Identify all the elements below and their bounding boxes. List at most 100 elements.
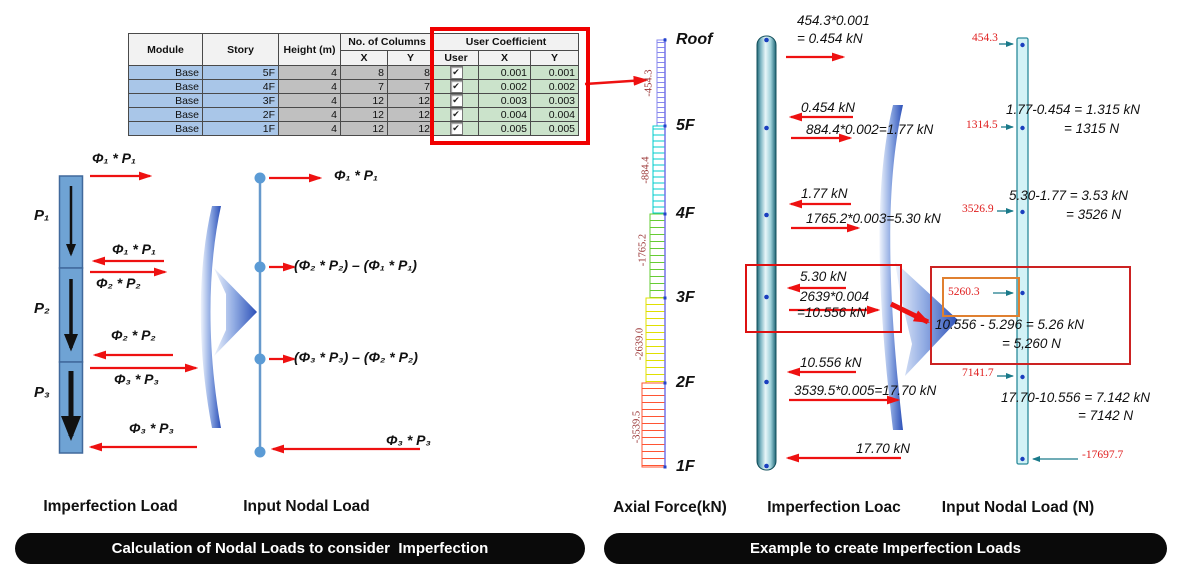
col-header-no-of-columns: No. of Columns bbox=[340, 33, 434, 51]
p3-label: P₃ bbox=[34, 384, 50, 401]
cell-cols-y: 8 bbox=[387, 65, 434, 80]
cell-coef-x[interactable]: 0.002 bbox=[478, 79, 531, 94]
nodal-value-base: -17697.7 bbox=[1082, 449, 1124, 461]
axial-value-3f-2f: -2639.0 bbox=[634, 327, 646, 361]
phi3-p3-j2-label: Φ₃ * P₃ bbox=[114, 371, 159, 387]
cell-cols-x: 12 bbox=[340, 107, 388, 122]
axial-value-4f-3f: -1765.2 bbox=[637, 233, 649, 267]
cell-cols-y: 7 bbox=[387, 79, 434, 94]
input-nodal-load-bar bbox=[1016, 37, 1029, 465]
left-red-arrows bbox=[88, 171, 199, 452]
cell-coef-x[interactable]: 0.001 bbox=[478, 65, 531, 80]
cell-story: 1F bbox=[202, 121, 279, 136]
banner-calculation: Calculation of Nodal Loads to consider I… bbox=[15, 533, 585, 564]
nodal-value-2f: 7141.7 bbox=[962, 367, 994, 379]
floor-label-1f: 1F bbox=[676, 458, 695, 475]
cell-coef-x[interactable]: 0.003 bbox=[478, 93, 531, 108]
floor-label-5f: 5F bbox=[676, 117, 695, 134]
banner-calculation-text: Calculation of Nodal Loads to consider I… bbox=[111, 540, 489, 557]
table-row: Base 4F 4 7 7 ✔ 0.002 0.002 bbox=[128, 79, 579, 94]
caption-input-nodal-load: Input Nodal Load bbox=[243, 498, 370, 515]
cell-coef-y[interactable]: 0.001 bbox=[530, 65, 579, 80]
cell-module: Base bbox=[128, 65, 203, 80]
col-header-user-coefficient: User Coefficient bbox=[433, 33, 579, 51]
f2-calc: 3539.5*0.005=17.70 kN bbox=[794, 383, 937, 398]
col-subheader-coef-x: X bbox=[478, 50, 531, 66]
f5-eq-line2: = 1315 N bbox=[1064, 121, 1120, 136]
nodal-red-arrows bbox=[269, 173, 420, 454]
f3-eq-line2: = 5,260 N bbox=[1002, 336, 1061, 351]
caption-imperfection-load-right: Imperfection Loac bbox=[767, 499, 901, 516]
highlight-link-arrow bbox=[889, 301, 930, 325]
cell-coef-x[interactable]: 0.004 bbox=[478, 107, 531, 122]
cell-cols-x: 12 bbox=[340, 121, 388, 136]
nodal-label-2: (Φ₂ * P₂) – (Φ₁ * P₁) bbox=[294, 257, 417, 273]
cell-cols-y: 12 bbox=[387, 93, 434, 108]
f3-above-load: 5.30 kN bbox=[800, 269, 847, 284]
nodal-value-5f: 1314.5 bbox=[966, 119, 998, 131]
cell-coef-y[interactable]: 0.003 bbox=[530, 93, 579, 108]
cell-story: 2F bbox=[202, 107, 279, 122]
cell-height: 4 bbox=[278, 107, 341, 122]
cell-story: 3F bbox=[202, 93, 279, 108]
caption-input-nodal-load-n: Input Nodal Load (N) bbox=[941, 499, 1095, 516]
nodal-column-line bbox=[254, 172, 266, 458]
nodal-value-4f: 3526.9 bbox=[962, 203, 994, 215]
node-value-leaders bbox=[993, 41, 1078, 462]
phi2-p2-j2-label: Φ₂ * P₂ bbox=[111, 327, 156, 343]
imperfection-load-bar bbox=[756, 35, 777, 471]
f4-calc: 1765.2*0.003=5.30 kN bbox=[806, 211, 941, 226]
nodal-value-3f: 5260.3 bbox=[948, 286, 980, 298]
imperfection-red-arrows bbox=[785, 52, 901, 463]
cell-height: 4 bbox=[278, 79, 341, 94]
col-subheader-x: X bbox=[340, 50, 388, 66]
f3-eq-line1: 10.556 - 5.296 = 5.26 kN bbox=[935, 317, 1084, 332]
cell-height: 4 bbox=[278, 93, 341, 108]
user-checkbox[interactable]: ✔ bbox=[449, 80, 463, 93]
phi1-p1-j1-label: Φ₁ * P₁ bbox=[112, 241, 156, 257]
table-row: Base 2F 4 12 12 ✔ 0.004 0.004 bbox=[128, 107, 579, 122]
f3-calc-line1: 2639*0.004 bbox=[800, 289, 870, 304]
user-checkbox[interactable]: ✔ bbox=[449, 94, 463, 107]
cell-module: Base bbox=[128, 93, 203, 108]
f2-above-load: 10.556 kN bbox=[800, 355, 862, 370]
floor-label-4f: 4F bbox=[676, 205, 695, 222]
floor-label-roof: Roof bbox=[676, 31, 713, 48]
table-row: Base 1F 4 12 12 ✔ 0.005 0.005 bbox=[128, 121, 579, 136]
cell-cols-x: 8 bbox=[340, 65, 388, 80]
cell-cols-y: 12 bbox=[387, 121, 434, 136]
p1-label: P₁ bbox=[34, 207, 50, 224]
f2-eq-line1: 17.70-10.556 = 7.142 kN bbox=[1001, 390, 1150, 405]
user-checkbox[interactable]: ✔ bbox=[449, 122, 463, 135]
blue-swoosh-arrow-left bbox=[200, 206, 257, 428]
cell-module: Base bbox=[128, 79, 203, 94]
f5-above-load: 0.454 kN bbox=[801, 100, 856, 115]
cell-module: Base bbox=[128, 121, 203, 136]
user-checkbox[interactable]: ✔ bbox=[449, 66, 463, 79]
axial-force-diagram bbox=[641, 38, 667, 469]
cell-coef-y[interactable]: 0.002 bbox=[530, 79, 579, 94]
f5-calc: 884.4*0.002=1.77 kN bbox=[806, 122, 934, 137]
cell-coef-x[interactable]: 0.005 bbox=[478, 121, 531, 136]
table-row: Base 3F 4 12 12 ✔ 0.003 0.003 bbox=[128, 93, 579, 108]
f4-eq-line2: = 3526 N bbox=[1066, 207, 1122, 222]
caption-axial-force: Axial Force(kN) bbox=[613, 499, 727, 516]
cell-coef-y[interactable]: 0.005 bbox=[530, 121, 579, 136]
col-header-height: Height (m) bbox=[278, 33, 341, 66]
cell-cols-x: 12 bbox=[340, 93, 388, 108]
col-header-module: Module bbox=[128, 33, 203, 66]
axial-value-2f-1f: -3539.5 bbox=[631, 410, 643, 444]
cell-coef-y[interactable]: 0.004 bbox=[530, 107, 579, 122]
cell-height: 4 bbox=[278, 65, 341, 80]
nodal-value-roof: 454.3 bbox=[972, 32, 998, 44]
blue-swoosh-arrow-right bbox=[879, 105, 958, 430]
col-subheader-y: Y bbox=[387, 50, 434, 66]
col-subheader-coef-y: Y bbox=[530, 50, 579, 66]
banner-example: Example to create Imperfection Loads bbox=[604, 533, 1167, 564]
user-checkbox[interactable]: ✔ bbox=[449, 108, 463, 121]
cell-module: Base bbox=[128, 107, 203, 122]
table-to-axial-arrow bbox=[584, 75, 649, 86]
f2-eq-line2: = 7142 N bbox=[1078, 408, 1134, 423]
caption-imperfection-load: Imperfection Load bbox=[43, 498, 178, 515]
